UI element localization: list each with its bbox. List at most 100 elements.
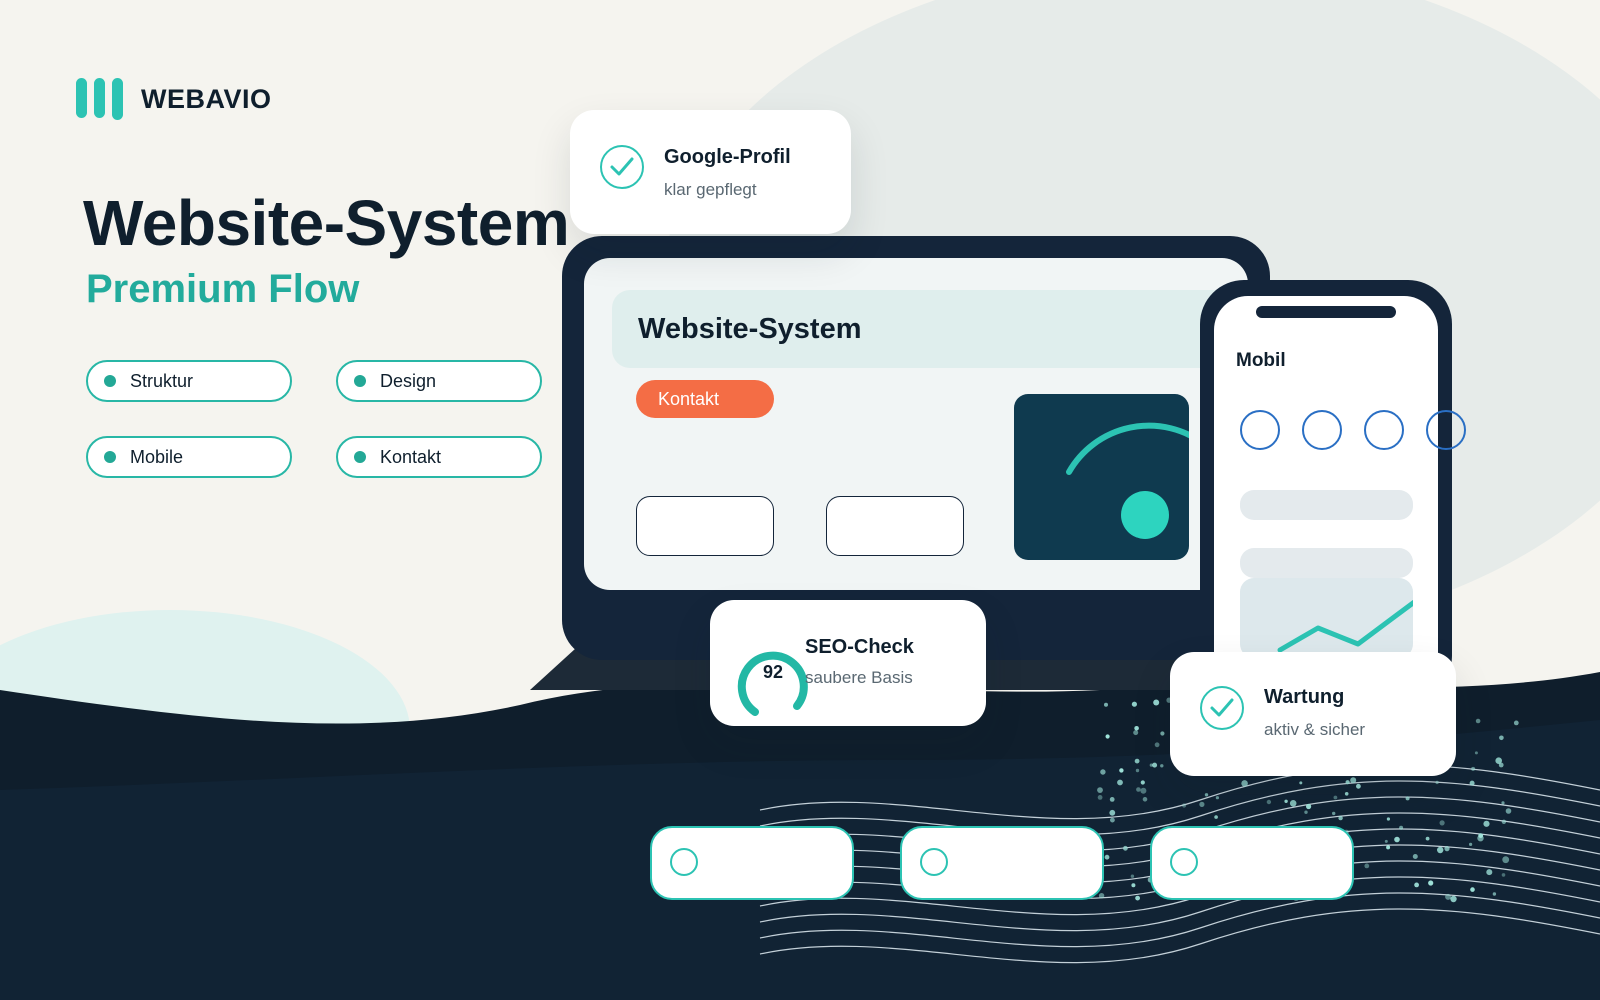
circle-icon[interactable] bbox=[1302, 410, 1342, 450]
particle-dot bbox=[1142, 797, 1148, 802]
particle-dot bbox=[1350, 777, 1357, 784]
particle-dot bbox=[1153, 699, 1160, 706]
phone-content-bar bbox=[1240, 490, 1413, 520]
google-profile-card[interactable]: Google-Profil klar gepflegt bbox=[570, 110, 851, 234]
card-subtitle: klar gepflegt bbox=[664, 180, 757, 199]
particle-dot bbox=[1332, 811, 1336, 816]
particle-dot bbox=[1505, 808, 1512, 814]
seo-check-card[interactable]: 92 SEO-Check saubere Basis bbox=[710, 600, 986, 726]
feature-label: Design bbox=[380, 370, 437, 391]
particle-dot bbox=[1109, 809, 1116, 816]
bottom-option-card[interactable] bbox=[650, 826, 854, 900]
brand-name: WEBAVIO bbox=[141, 83, 272, 114]
screen-title: Website-System bbox=[638, 313, 862, 345]
circle-icon[interactable] bbox=[1426, 410, 1466, 450]
particle-dot bbox=[1131, 883, 1136, 888]
bottom-option-card[interactable] bbox=[900, 826, 1104, 900]
particle-dot bbox=[1140, 780, 1145, 785]
circle-icon[interactable] bbox=[1240, 410, 1280, 450]
particle-dot bbox=[1364, 863, 1370, 869]
particle-dot bbox=[1204, 793, 1209, 797]
hero-subtitle: Premium Flow bbox=[86, 267, 360, 311]
particle-dot bbox=[1445, 893, 1452, 900]
particle-dot bbox=[1499, 735, 1504, 741]
particle-dot bbox=[1412, 854, 1418, 859]
phone-chart-card bbox=[1240, 578, 1413, 658]
media-tile bbox=[1014, 394, 1189, 560]
particle-dot bbox=[1100, 769, 1106, 775]
particle-dot bbox=[1134, 726, 1139, 731]
particle-dot bbox=[1135, 895, 1140, 901]
particle-dot bbox=[1386, 817, 1390, 821]
feature-label: Mobile bbox=[130, 446, 184, 467]
particle-dot bbox=[1428, 880, 1434, 886]
particle-dot bbox=[1470, 887, 1475, 892]
feature-pill-kontakt[interactable]: Kontakt bbox=[336, 436, 542, 478]
particle-dot bbox=[1266, 799, 1272, 805]
particle-dot bbox=[1119, 768, 1124, 773]
feature-label: Kontakt bbox=[380, 446, 442, 467]
particle-dot bbox=[1501, 873, 1506, 877]
bullet-dot-icon bbox=[354, 451, 366, 463]
particle-dot bbox=[1399, 825, 1404, 830]
card-subtitle: saubere Basis bbox=[805, 668, 913, 687]
particle-dot bbox=[1299, 781, 1303, 785]
seo-score: 92 bbox=[762, 662, 784, 682]
arc-graphic-icon bbox=[1066, 422, 1189, 539]
phone-content-bar bbox=[1240, 548, 1413, 578]
particle-dot bbox=[1345, 780, 1350, 785]
circle-icon[interactable] bbox=[1364, 410, 1404, 450]
gauge-icon bbox=[737, 651, 808, 716]
brand-logo[interactable]: WEBAVIO bbox=[76, 78, 272, 120]
circle-icon bbox=[1170, 848, 1198, 876]
particle-dot bbox=[1199, 801, 1205, 808]
placeholder-button[interactable] bbox=[636, 496, 774, 556]
particle-dot bbox=[1097, 787, 1103, 793]
particle-dot bbox=[1214, 815, 1218, 819]
particle-dot bbox=[1486, 869, 1493, 876]
particle-dot bbox=[1109, 797, 1115, 802]
particle-dot bbox=[1338, 815, 1343, 821]
particle-dot bbox=[1502, 856, 1510, 864]
logo-bars-icon bbox=[76, 78, 123, 120]
particle-dot bbox=[1513, 720, 1519, 726]
bottom-option-card[interactable] bbox=[1150, 826, 1354, 900]
particle-dot bbox=[1154, 742, 1160, 748]
particle-dot bbox=[1492, 892, 1497, 896]
feature-pill-mobile[interactable]: Mobile bbox=[86, 436, 292, 478]
particle-dot bbox=[1450, 895, 1457, 903]
particle-dot bbox=[1130, 874, 1135, 878]
particle-dot bbox=[1215, 796, 1219, 800]
feature-pill-design[interactable]: Design bbox=[336, 360, 542, 402]
feature-pill-struktur[interactable]: Struktur bbox=[86, 360, 292, 402]
bullet-dot-icon bbox=[354, 375, 366, 387]
wartung-card[interactable]: Wartung aktiv & sicher bbox=[1170, 652, 1456, 776]
particle-dot bbox=[1356, 783, 1361, 789]
card-title: Wartung bbox=[1264, 686, 1345, 708]
circle-icon bbox=[670, 848, 698, 876]
flow-line bbox=[759, 780, 1600, 836]
card-title: Google-Profil bbox=[664, 146, 791, 168]
card-title: SEO-Check bbox=[805, 636, 914, 658]
particle-dot bbox=[1495, 757, 1502, 764]
particle-dot bbox=[1439, 820, 1445, 826]
particle-dot bbox=[1414, 882, 1419, 888]
particle-dot bbox=[1405, 796, 1410, 801]
particle-dot bbox=[1471, 766, 1476, 771]
particle-dot bbox=[1306, 803, 1312, 810]
particle-dot bbox=[1501, 819, 1507, 824]
particle-dot bbox=[1425, 836, 1430, 841]
particle-dot bbox=[1149, 763, 1153, 767]
placeholder-button[interactable] bbox=[826, 496, 964, 556]
kontakt-button[interactable]: Kontakt bbox=[636, 380, 774, 418]
particle-dot bbox=[1241, 780, 1248, 787]
particle-dot bbox=[1133, 730, 1139, 736]
particle-dot bbox=[1140, 787, 1147, 794]
particle-dot bbox=[1444, 846, 1450, 852]
particle-dot bbox=[1104, 702, 1108, 707]
particle-dot bbox=[1333, 795, 1338, 800]
particle-dot bbox=[1477, 835, 1484, 842]
particle-dot bbox=[1289, 800, 1297, 807]
particle-dot bbox=[1134, 758, 1140, 764]
flow-line bbox=[759, 908, 1600, 964]
